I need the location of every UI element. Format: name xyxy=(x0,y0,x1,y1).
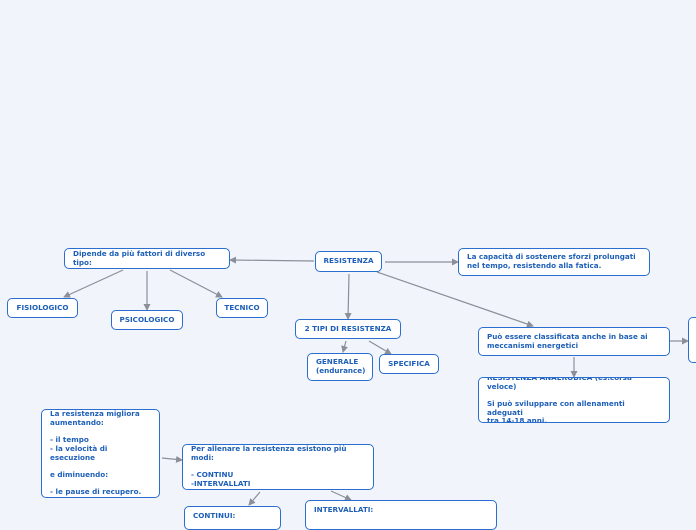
edge-resistenza-classificata xyxy=(376,271,534,328)
node-capacita[interactable]: La capacità di sostenere sforzi prolunga… xyxy=(458,248,650,276)
node-fattori[interactable]: Dipende da più fattori di diverso tipo: xyxy=(64,248,230,269)
node-continui[interactable]: CONTINUI: xyxy=(184,506,281,530)
edge-resistenza-duetipi xyxy=(344,273,352,320)
edge-resistenza-fattori xyxy=(229,256,315,264)
node-due-tipi[interactable]: 2 TIPI DI RESISTENZA xyxy=(295,319,401,339)
edge-allenare-intervallati xyxy=(330,490,352,501)
node-generale[interactable]: GENERALE (endurance) xyxy=(307,353,373,381)
edge-fattori-tecnico xyxy=(169,269,223,298)
node-migliora[interactable]: La resistenza migliora aumentando: - il … xyxy=(41,409,160,498)
node-fisiologico[interactable]: FISIOLOGICO xyxy=(7,298,78,318)
edge-allenare-continui xyxy=(248,491,261,506)
edge-duetipi-generale xyxy=(341,340,348,353)
node-offscreen[interactable] xyxy=(688,317,696,363)
node-psicologico[interactable]: PSICOLOGICO xyxy=(111,310,183,330)
node-resistenza[interactable]: RESISTENZA xyxy=(315,251,382,272)
node-specifica[interactable]: SPECIFICA xyxy=(379,354,439,374)
edge-migliora-allenare xyxy=(161,455,183,463)
node-intervallati[interactable]: INTERVALLATI: xyxy=(305,500,497,530)
node-tecnico[interactable]: TECNICO xyxy=(216,298,268,318)
node-allenare[interactable]: Per allenare la resistenza esistono più … xyxy=(182,444,374,490)
edge-fattori-fisiologico xyxy=(63,269,124,298)
node-anaerobica[interactable]: RESISTENZA ANAEROBICA (es.corsa veloce) … xyxy=(478,377,670,423)
node-classificata[interactable]: Può essere classificata anche in base ai… xyxy=(478,327,670,356)
edge-duetipi-specifica xyxy=(368,340,392,355)
